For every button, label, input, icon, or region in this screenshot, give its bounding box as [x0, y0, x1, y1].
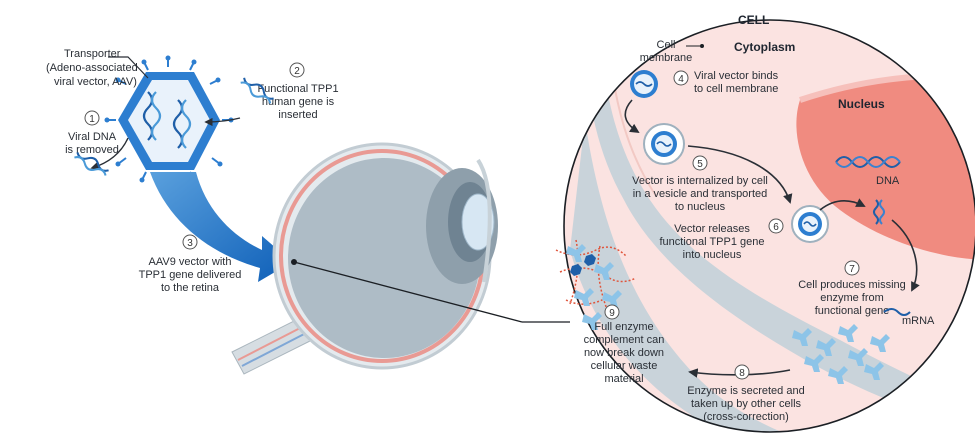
releasing-vector-icon: [791, 205, 829, 243]
svg-text:membrane: membrane: [640, 52, 693, 64]
step-9-label: 9 Full enzyme complement can now break d…: [584, 304, 665, 385]
svg-text:to cell membrane: to cell membrane: [694, 83, 778, 95]
svg-text:is removed: is removed: [65, 144, 119, 156]
svg-text:Functional TPP1: Functional TPP1: [257, 83, 338, 95]
vesicle-vector-icon: [643, 123, 685, 165]
svg-text:9: 9: [609, 308, 615, 319]
step-4-label: 4 Viral vector binds to cell membrane: [673, 70, 779, 95]
svg-text:viral vector, AAV): viral vector, AAV): [54, 76, 137, 88]
inserted-dna-icon: [240, 77, 274, 104]
svg-text:Cell produces missing: Cell produces missing: [798, 279, 906, 291]
eye-illustration: [231, 142, 498, 375]
svg-text:in a vesicle and transported: in a vesicle and transported: [633, 188, 768, 200]
svg-text:Vector releases: Vector releases: [674, 223, 750, 235]
svg-text:7: 7: [849, 264, 855, 275]
svg-text:Transporter: Transporter: [64, 48, 121, 60]
step-6-label: 6 Vector releases functional TPP1 gene i…: [660, 218, 784, 261]
waste-material-icon: [555, 239, 637, 330]
mrna-icon: [883, 308, 911, 316]
svg-text:to nucleus: to nucleus: [675, 201, 726, 213]
svg-text:(cross-correction): (cross-correction): [703, 411, 789, 423]
delivery-arrow: [150, 172, 292, 282]
cell-membrane-label: Cell membrane: [640, 39, 704, 64]
svg-text:4: 4: [678, 74, 684, 85]
svg-text:human gene is: human gene is: [262, 96, 335, 108]
svg-text:functional gene: functional gene: [815, 305, 890, 317]
svg-text:8: 8: [739, 368, 745, 379]
svg-text:2: 2: [294, 66, 300, 77]
svg-text:Viral DNA: Viral DNA: [68, 131, 117, 143]
svg-text:taken up by other cells: taken up by other cells: [691, 398, 802, 410]
dna-label: DNA: [876, 175, 900, 187]
step-2-label: 2 Functional TPP1 human gene is inserted: [257, 62, 339, 121]
released-gene-icon: [873, 199, 885, 225]
svg-text:Viral vector binds: Viral vector binds: [694, 70, 779, 82]
svg-text:Cell: Cell: [657, 39, 676, 51]
step-8-label: 8 Enzyme is secreted and taken up by oth…: [687, 364, 805, 423]
svg-text:TPP1 gene delivered: TPP1 gene delivered: [139, 269, 242, 281]
svg-text:1: 1: [89, 114, 95, 125]
svg-text:Enzyme is secreted and: Enzyme is secreted and: [687, 385, 804, 397]
nucleus-label: Nucleus: [838, 97, 885, 111]
step-3-label: 3 AAV9 vector with TPP1 gene delivered t…: [139, 234, 242, 294]
mrna-label: mRNA: [902, 315, 935, 327]
svg-text:AAV9 vector with: AAV9 vector with: [149, 256, 232, 268]
cell-title: CELL: [738, 13, 769, 27]
nucleus-dna-icon: [835, 156, 901, 168]
vector-binding-icon: [630, 70, 658, 98]
svg-text:Full enzyme: Full enzyme: [594, 321, 653, 333]
zoom-pointer-line: [293, 261, 523, 323]
svg-text:into nucleus: into nucleus: [683, 249, 742, 261]
svg-text:enzyme from: enzyme from: [820, 292, 884, 304]
svg-text:3: 3: [187, 238, 193, 249]
svg-text:functional TPP1 gene: functional TPP1 gene: [660, 236, 765, 248]
cytoplasm-label: Cytoplasm: [734, 40, 795, 54]
svg-text:inserted: inserted: [278, 109, 317, 121]
enzyme-cluster: [792, 324, 890, 384]
transporter-label: Transporter (Adeno-associated viral vect…: [46, 48, 149, 88]
step-7-label: 7 Cell produces missing enzyme from func…: [798, 260, 906, 317]
svg-text:to the retina: to the retina: [161, 282, 220, 294]
svg-text:material: material: [604, 373, 643, 385]
svg-text:(Adeno-associated: (Adeno-associated: [46, 62, 138, 74]
step-5-label: 5 Vector is internalized by cell in a ve…: [632, 155, 768, 213]
svg-text:Vector is internalized by cell: Vector is internalized by cell: [632, 175, 768, 187]
removed-dna-icon: [74, 152, 109, 176]
step-1-label: 1 Viral DNA is removed: [65, 110, 119, 156]
svg-text:now break down: now break down: [584, 347, 664, 359]
svg-text:5: 5: [697, 159, 703, 170]
svg-text:complement can: complement can: [584, 334, 665, 346]
svg-text:6: 6: [773, 222, 779, 233]
svg-text:cellular waste: cellular waste: [591, 360, 658, 372]
